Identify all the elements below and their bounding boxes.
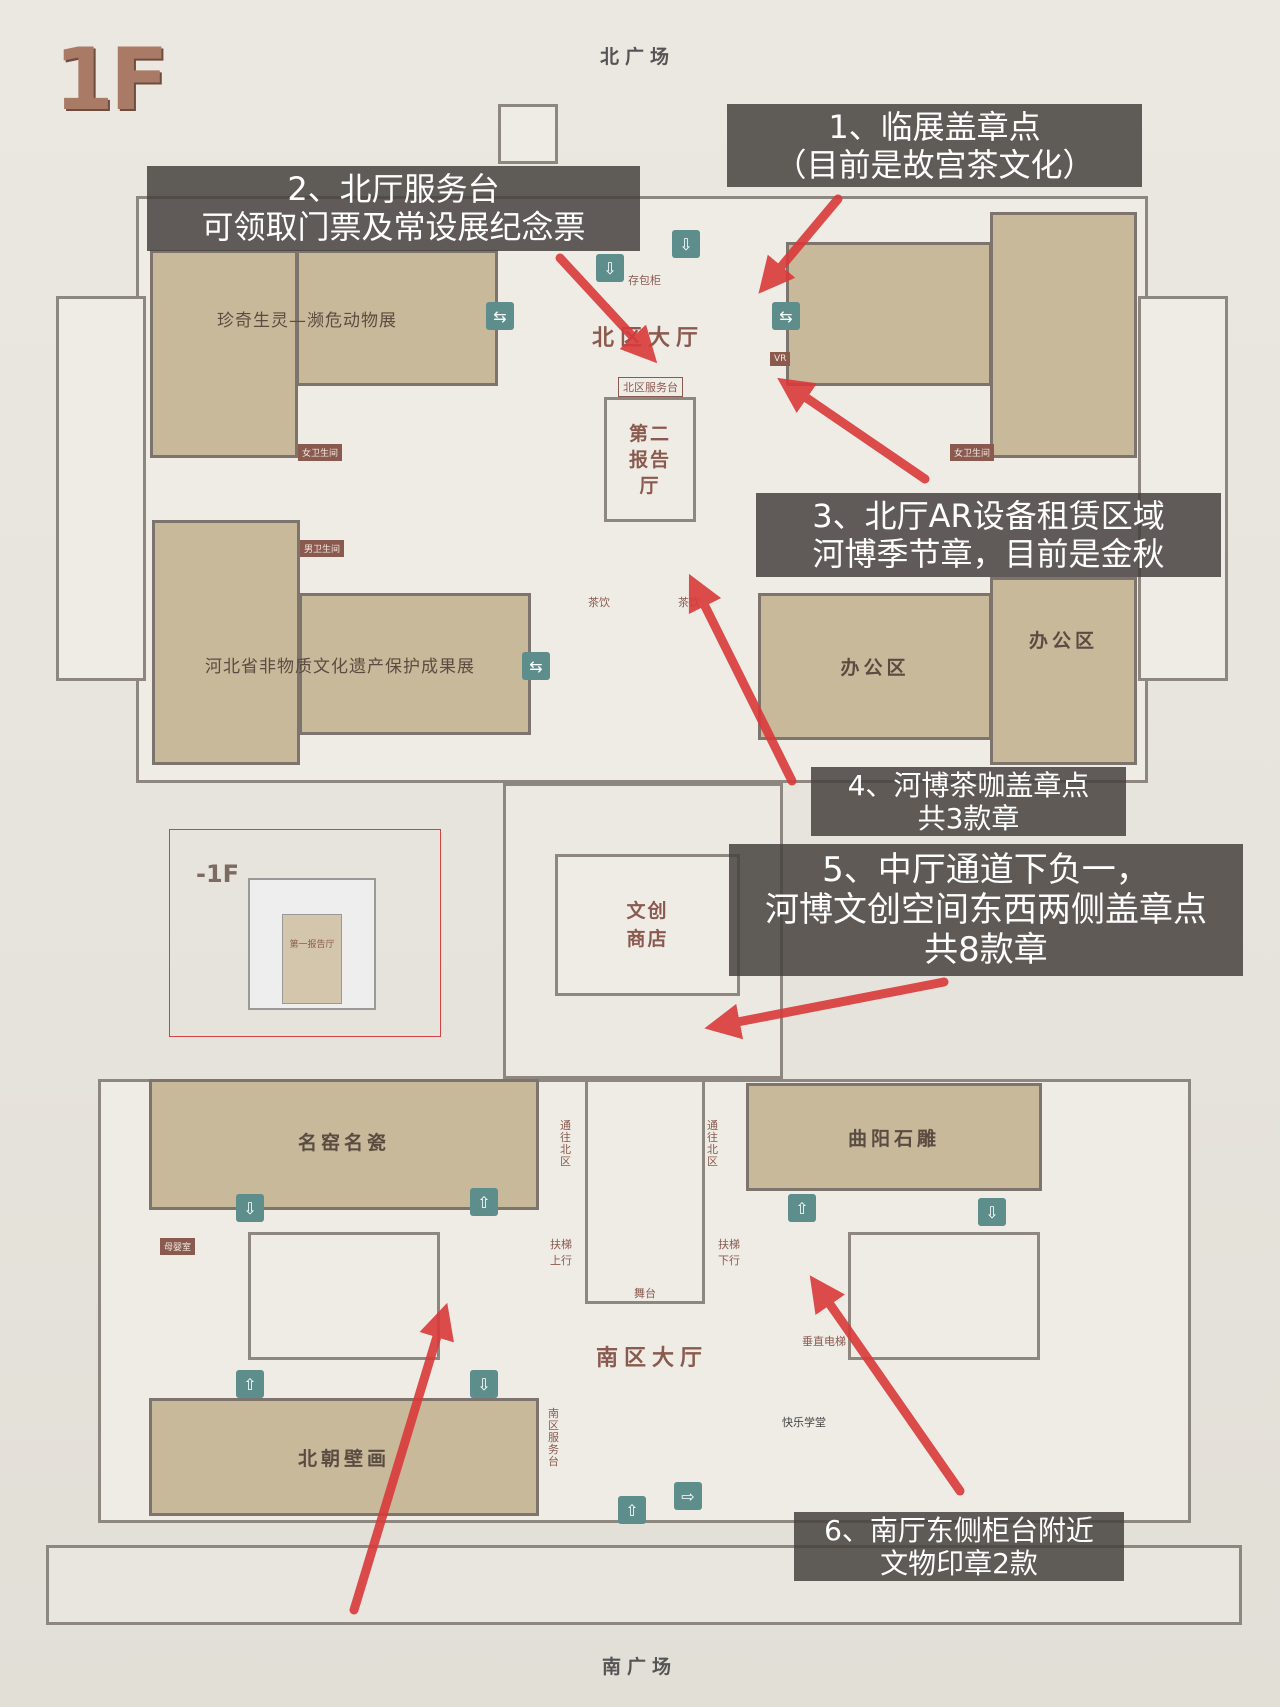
escalator-down: 扶梯下行 — [718, 1238, 740, 1267]
exit-up-icon: ⇧ — [618, 1496, 646, 1524]
elevator-label: 垂直电梯 — [802, 1335, 846, 1348]
exit-up-icon: ⇧ — [788, 1194, 816, 1222]
north-service-desk[interactable]: 北区服务台 — [618, 377, 683, 397]
north-left-wing — [56, 296, 146, 681]
inset-floor-label: -1F — [196, 860, 240, 888]
annotation-5: 5、中厅通道下负一，河博文创空间东西两侧盖章点共8款章 — [729, 844, 1243, 976]
floor-label: 1F — [54, 30, 169, 130]
tea-label-2: 茶饮 — [678, 596, 700, 609]
room-office-2[interactable]: 办公区 — [990, 577, 1137, 765]
nursing-room: 母婴室 — [160, 1238, 196, 1255]
exit-up-icon: ⇧ — [470, 1188, 498, 1216]
stage-label: 舞台 — [634, 1287, 656, 1300]
south-plaza-label: 南广场 — [602, 1656, 678, 1678]
south-hall-label: 南区大厅 — [596, 1346, 709, 1371]
exit-icon: ⇨ — [674, 1482, 702, 1510]
south-service-desk[interactable]: 南区服务台 — [548, 1407, 559, 1468]
escalator-up: 扶梯上行 — [550, 1238, 572, 1267]
storage-label: 存包柜 — [628, 274, 661, 287]
room-rare-animals-left[interactable] — [150, 250, 298, 458]
entry-icon: ⇩ — [978, 1198, 1006, 1226]
entry-icon: ⇩ — [236, 1194, 264, 1222]
inset-report-hall-1: 第一报告厅 — [282, 914, 342, 1004]
north-plaza-label: 北广场 — [600, 46, 676, 68]
mens-restroom-1: 男卫生间 — [300, 540, 345, 557]
basement-inset[interactable]: -1F 第一报告厅 — [169, 829, 441, 1037]
annotation-1: 1、临展盖章点（目前是故宫茶文化） — [727, 104, 1142, 187]
room-rare-animals[interactable]: 珍奇生灵—濒危动物展 — [217, 250, 498, 386]
shop[interactable]: 文创商店 — [555, 854, 740, 996]
tea-label-1: 茶饮 — [588, 596, 610, 609]
north-entrance — [498, 104, 558, 164]
room-ne-1[interactable] — [786, 242, 992, 386]
vr-badge: VR — [770, 352, 791, 366]
lobby-court-east — [848, 1232, 1040, 1360]
room-intangible-left[interactable] — [152, 520, 300, 765]
room-mural[interactable]: 北朝壁画 — [149, 1398, 539, 1516]
to-north-2: 通往北区 — [707, 1119, 718, 1168]
report-hall-2[interactable]: 第二报告厅 — [604, 397, 696, 522]
annotation-2: 2、北厅服务台可领取门票及常设展纪念票 — [147, 166, 640, 251]
entry-icon: ⇩ — [596, 254, 624, 282]
happy-class-label: 快乐学堂 — [782, 1416, 826, 1429]
north-right-wing — [1138, 296, 1228, 681]
intangible-label: 河北省非物质文化遗产保护成果展 — [205, 656, 475, 677]
north-hall-label: 北区大厅 — [592, 326, 705, 351]
room-stone[interactable]: 曲阳石雕 — [746, 1083, 1042, 1191]
womens-restroom-2: 女卫生间 — [950, 444, 995, 461]
exit-icon: ⇆ — [486, 302, 514, 330]
womens-restroom-1: 女卫生间 — [298, 444, 343, 461]
annotation-3: 3、北厅AR设备租赁区域河博季节章，目前是金秋 — [756, 493, 1221, 577]
stage-block — [585, 1079, 705, 1304]
annotation-4: 4、河博茶咖盖章点共3款章 — [811, 767, 1126, 836]
lobby-court-west — [248, 1232, 440, 1360]
entry-icon: ⇩ — [470, 1370, 498, 1398]
room-office-1[interactable]: 办公区 — [758, 593, 992, 740]
rare-animals-label: 珍奇生灵—濒危动物展 — [217, 310, 397, 331]
exit-icon: ⇆ — [772, 302, 800, 330]
exit-up-icon: ⇧ — [236, 1370, 264, 1398]
annotation-6: 6、南厅东侧柜台附近文物印章2款 — [794, 1512, 1124, 1581]
to-north-1: 通往北区 — [560, 1119, 571, 1168]
room-ne-2[interactable] — [990, 212, 1137, 458]
room-intangible[interactable]: 河北省非物质文化遗产保护成果展 — [205, 593, 531, 735]
entry-icon: ⇩ — [672, 230, 700, 258]
exit-icon: ⇆ — [522, 652, 550, 680]
